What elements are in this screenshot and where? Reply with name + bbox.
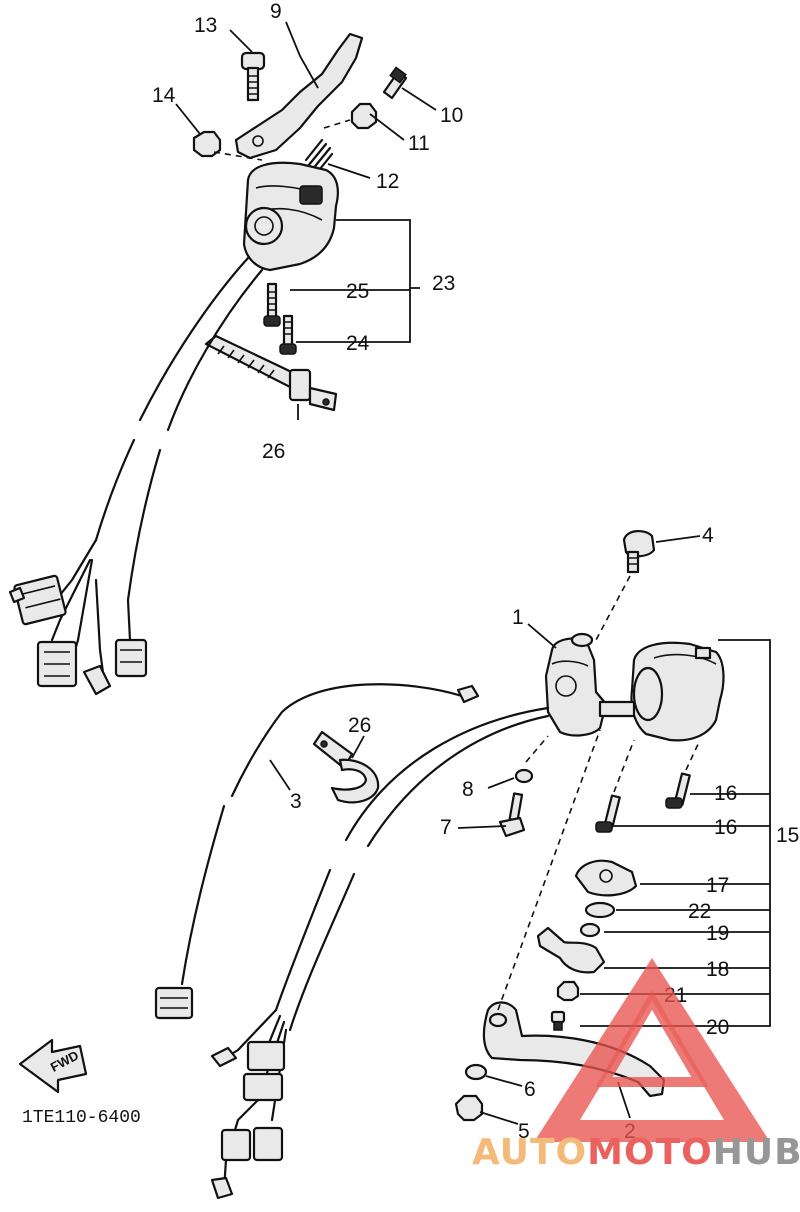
callout-3: 3 [290,790,302,813]
callout-9: 9 [270,0,282,23]
callout-25: 25 [346,280,369,303]
nut-5-part [454,1094,484,1122]
callout-14: 14 [152,84,176,107]
washer-19-part [579,922,601,938]
automotohub-watermark: AUTOMOTOHUB [472,958,800,1173]
housing-screw-16a-part [665,772,691,809]
watermark-text-moto: MOTO [587,1132,713,1173]
right-switch-harness [210,706,550,1200]
left-switch-assembly [8,32,420,696]
nut-21-part [556,980,580,1002]
callout-23: 23 [432,272,455,295]
cable-tie-lower-part [312,730,380,804]
brake-lever-part [482,1001,666,1098]
housing-screw-24-part [279,314,297,355]
callout-18: 18 [706,958,729,981]
watermark-triangle-logo [534,958,770,1142]
callout-leaders [175,21,701,1125]
housing-screw-16b-part [595,794,621,833]
lever-bolt-part [240,51,266,102]
callout-22: 22 [688,900,711,923]
left-switch-harness [8,256,264,696]
callout-6: 6 [524,1078,536,1101]
forward-direction-arrow [18,1038,88,1094]
right-switch-assembly [18,530,771,1200]
callout-26-top: 26 [262,440,285,463]
callout-11: 11 [408,132,430,155]
callout-16-lower: 16 [714,816,737,839]
brake-switch-cable [154,683,480,1020]
screw-20-part [550,1010,566,1031]
nut-6-part [464,1063,488,1081]
callout-10: 10 [440,104,463,127]
spring-part [304,138,334,176]
mirror-bolt-part [622,530,656,574]
catalog-code: 1TE110-6400 [22,1108,141,1128]
adjuster-screw-part [382,66,408,100]
callout-7: 7 [440,816,452,839]
callout-labels: 13 9 14 10 11 12 23 25 24 26 4 1 26 3 8 … [22,0,799,1143]
adjuster-nut-part [350,102,378,130]
screw-7-part [498,792,526,838]
callout-13: 13 [194,14,217,37]
washer-8-part [514,768,534,784]
right-switch-housing [598,641,725,742]
callout-16-upper: 16 [714,782,737,805]
cable-tie-part [204,334,338,412]
callout-24: 24 [346,332,370,355]
washer-22-part [584,901,616,919]
lever-holder-17-part [574,859,638,897]
master-cylinder-part [544,632,608,737]
callout-12: 12 [376,170,399,193]
callout-17: 17 [706,874,729,897]
lever-nut-part [192,130,222,158]
housing-screw-25-part [263,282,281,327]
callout-26-bottom: 26 [348,714,371,737]
callout-1: 1 [512,606,524,629]
clutch-lever-part [234,32,364,160]
left-switch-housing [242,161,339,272]
watermark-text-hub: HUB [713,1132,800,1173]
watermark-text: AUTOMOTOHUB [472,1132,800,1173]
watermark-text-auto: AUTO [472,1132,587,1173]
callout-15: 15 [776,824,799,847]
callout-20: 20 [706,1016,729,1039]
callout-8: 8 [462,778,474,801]
pivot-18-part [536,926,606,974]
callout-4: 4 [702,524,714,547]
callout-19: 19 [706,922,729,945]
callout-5: 5 [518,1120,530,1143]
